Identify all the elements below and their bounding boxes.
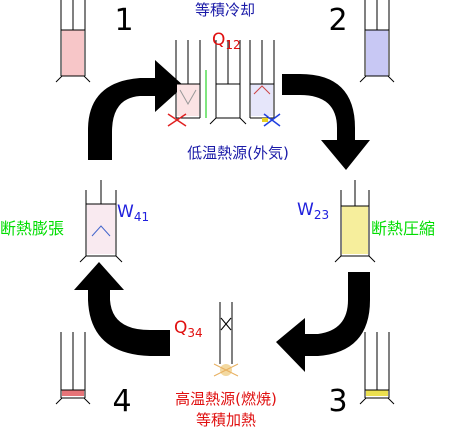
- expansion-cylinder: [79, 180, 123, 263]
- compression-cylinder: [334, 180, 376, 263]
- cycle-arrows: [74, 60, 370, 372]
- work-w23-subscript: 23: [314, 208, 329, 222]
- state-number-3: 3: [328, 384, 347, 419]
- heat-q12-subscript: 12: [225, 38, 240, 52]
- heat-q34-label: Q34: [174, 318, 203, 340]
- work-w23-symbol: W: [297, 200, 314, 220]
- arrow-top-to-2: [282, 74, 370, 170]
- heat-q12-symbol: Q: [212, 30, 225, 50]
- arrow-bottom-to-4: [74, 262, 170, 356]
- heat-q34-subscript: 34: [187, 326, 202, 340]
- cooling-cylinder-right: [249, 40, 281, 127]
- title-isochoric-heating: 等積加熱: [196, 411, 256, 429]
- work-w41-subscript: 41: [134, 210, 149, 224]
- heat-q34-symbol: Q: [174, 318, 187, 338]
- title-isochoric-cooling: 等積冷却: [195, 1, 255, 19]
- cylinder-state-3: [359, 332, 395, 405]
- work-w41-label: W41: [117, 202, 149, 224]
- cooling-cylinders: [167, 40, 281, 127]
- cooling-cylinder-left: [167, 40, 207, 127]
- arrow-1-to-top: [88, 60, 184, 160]
- adiabatic-compression-label: 断熱圧縮: [371, 219, 435, 238]
- state-number-2: 2: [328, 3, 347, 38]
- combustion-spark: [213, 302, 239, 377]
- arrow-2-to-3: [276, 272, 370, 372]
- cylinder-state-2: [359, 0, 395, 83]
- heat-q12-label: Q12: [212, 30, 241, 52]
- cylinder-state-4: [55, 332, 91, 405]
- low-temperature-source-label: 低温熱源(外気): [187, 144, 289, 162]
- cylinder-state-1: [55, 0, 91, 83]
- work-w41-symbol: W: [117, 202, 134, 222]
- state-number-1: 1: [114, 3, 133, 38]
- high-temperature-source-label: 高温熱源(燃焼): [175, 390, 277, 408]
- work-w23-label: W23: [297, 200, 329, 222]
- cooling-cylinder-middle: [209, 40, 247, 125]
- adiabatic-expansion-label: 断熱膨張: [0, 219, 64, 238]
- state-number-4: 4: [112, 384, 131, 419]
